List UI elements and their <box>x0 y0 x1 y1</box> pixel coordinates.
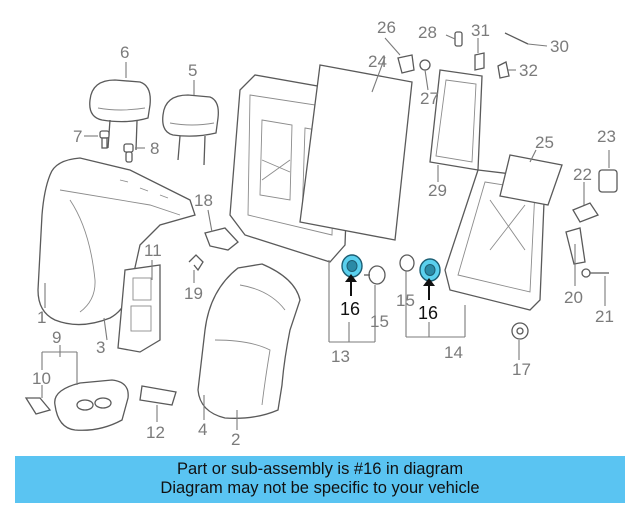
callout-27: 27 <box>420 89 439 108</box>
callout-labels: 1 2 3 4 5 6 7 8 9 10 11 12 13 14 15 15 1… <box>32 18 616 449</box>
part-17 <box>511 322 529 340</box>
callout-1: 1 <box>37 308 46 327</box>
callout-20: 20 <box>564 288 583 307</box>
panel-part-29 <box>429 69 483 171</box>
callout-26: 26 <box>377 18 396 37</box>
callout-5: 5 <box>188 61 197 80</box>
arrow-16-left <box>345 274 357 296</box>
callout-24: 24 <box>368 52 387 71</box>
callout-21: 21 <box>595 307 614 326</box>
part-30 <box>504 32 529 45</box>
banner-line-2: Diagram may not be specific to your vehi… <box>160 479 480 497</box>
callout-25: 25 <box>535 133 554 152</box>
headrest-part-5 <box>162 94 219 166</box>
plug-part-15-right <box>399 254 415 272</box>
part-23 <box>598 169 618 193</box>
seat-cushion-part-2 <box>197 263 301 419</box>
part-32 <box>497 61 510 79</box>
callout-8: 8 <box>150 139 159 158</box>
callout-23: 23 <box>597 127 616 146</box>
panel-part-25 <box>499 154 563 206</box>
seatback-panel-part-11 <box>117 264 161 353</box>
callout-19: 19 <box>184 284 203 303</box>
clip-part-16-right <box>419 258 441 282</box>
part-21 <box>581 268 609 278</box>
callout-18: 18 <box>194 191 213 210</box>
part-26 <box>397 54 415 74</box>
callout-16-right: 16 <box>418 303 438 323</box>
callout-28: 28 <box>418 23 437 42</box>
cover-part-12 <box>139 385 177 406</box>
bracket-part-10 <box>24 397 52 415</box>
clip-part-16-left <box>341 254 363 278</box>
headrest-part-6 <box>89 79 151 151</box>
callout-3: 3 <box>96 338 105 357</box>
callout-12: 12 <box>146 423 165 442</box>
seatback-cushion-part-1 <box>37 157 196 326</box>
callout-9: 9 <box>52 328 61 347</box>
part-28 <box>454 31 463 47</box>
callout-13: 13 <box>331 347 350 366</box>
callout-6: 6 <box>120 43 129 62</box>
bracket-part-18 <box>204 227 239 251</box>
callout-10: 10 <box>32 369 51 388</box>
callout-30: 30 <box>550 37 569 56</box>
banner-line-1: Part or sub-assembly is #16 in diagram <box>176 460 464 478</box>
callout-15-left: 15 <box>370 312 389 331</box>
panel-part-24 <box>299 64 413 241</box>
callout-32: 32 <box>519 61 538 80</box>
callout-4: 4 <box>198 420 207 439</box>
armrest-part-9 <box>54 379 129 431</box>
callout-29: 29 <box>428 181 447 200</box>
plug-part-15-left <box>364 265 386 285</box>
callout-22: 22 <box>573 165 592 184</box>
clip-part-19 <box>188 254 204 272</box>
arrow-16-right <box>423 278 435 300</box>
callout-2: 2 <box>231 430 240 449</box>
info-banner: Part or sub-assembly is #16 in diagram D… <box>15 456 625 503</box>
callout-15-right: 15 <box>396 291 415 310</box>
callout-16-left: 16 <box>340 299 360 319</box>
callout-14: 14 <box>444 343 463 362</box>
leader-lines <box>41 34 610 430</box>
parts-diagram: 1 2 3 4 5 6 7 8 9 10 11 12 13 14 15 15 1… <box>24 18 618 449</box>
callout-31: 31 <box>471 21 490 40</box>
part-22 <box>572 202 599 223</box>
guide-part-8 <box>123 143 134 163</box>
callout-7: 7 <box>73 127 82 146</box>
part-27 <box>419 59 431 71</box>
part-31 <box>474 52 485 71</box>
callout-11: 11 <box>144 241 162 260</box>
clip-part-7 <box>99 130 110 149</box>
callout-17: 17 <box>512 360 531 379</box>
